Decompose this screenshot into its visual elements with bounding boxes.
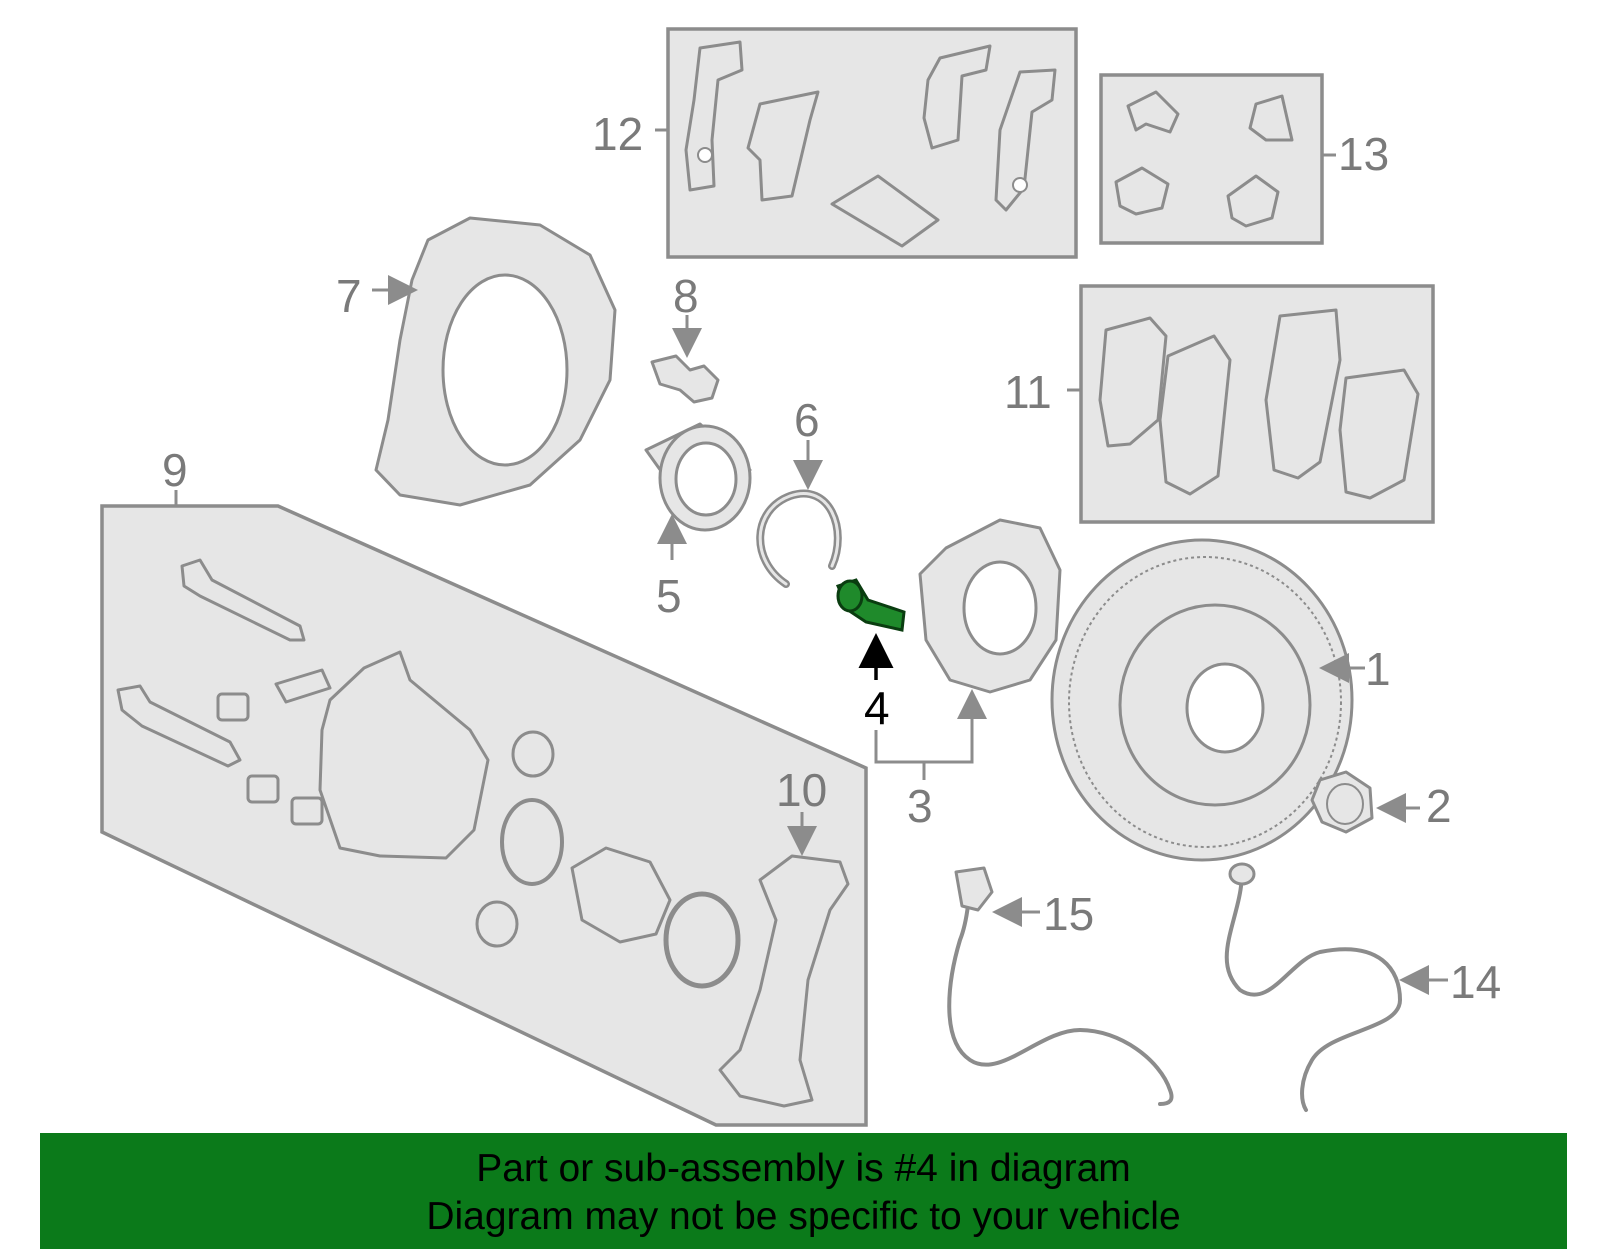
part-12-clip-kit[interactable] — [655, 27, 1078, 259]
callout-15: 15 — [1043, 888, 1094, 940]
callout-7: 7 — [336, 270, 362, 322]
part-7-dust-shield[interactable] — [372, 216, 617, 507]
part-9-caliper-assembly[interactable] — [100, 490, 868, 1127]
part-3-wheel-hub[interactable] — [874, 518, 1062, 780]
part-13-clips[interactable] — [1099, 73, 1336, 245]
part-5-wheel-bearing[interactable] — [644, 422, 752, 560]
part-1-brake-rotor[interactable] — [1050, 538, 1365, 862]
part-6-snap-ring[interactable] — [756, 440, 842, 588]
part-8-bolt[interactable] — [650, 315, 720, 404]
part-10-caliper-bracket[interactable] — [718, 812, 850, 1108]
callout-10: 10 — [776, 764, 827, 816]
callout-5: 5 — [656, 570, 682, 622]
callout-13: 13 — [1338, 128, 1389, 180]
banner-line-1: Part or sub-assembly is #4 in diagram — [476, 1147, 1131, 1190]
callout-8: 8 — [673, 270, 699, 322]
callout-4-highlighted: 4 — [864, 682, 890, 734]
callout-1: 1 — [1365, 643, 1391, 695]
callout-12: 12 — [592, 108, 643, 160]
part-15-wheel-speed-sensor[interactable] — [947, 866, 1174, 1106]
callout-6: 6 — [794, 394, 820, 446]
part-14-brake-hose[interactable] — [1224, 862, 1448, 1112]
info-banner: Part or sub-assembly is #4 in diagram Di… — [40, 1133, 1567, 1249]
part-4-hub-bolt-highlighted[interactable] — [835, 578, 906, 680]
part-2-hub-nut[interactable] — [1310, 770, 1420, 834]
callout-2: 2 — [1426, 780, 1452, 832]
callout-14: 14 — [1450, 956, 1501, 1008]
banner-line-2: Diagram may not be specific to your vehi… — [426, 1195, 1181, 1238]
callout-11: 11 — [1004, 366, 1052, 418]
part-11-brake-pads[interactable] — [1067, 284, 1435, 524]
callout-9: 9 — [162, 444, 188, 496]
callout-3: 3 — [907, 780, 933, 832]
